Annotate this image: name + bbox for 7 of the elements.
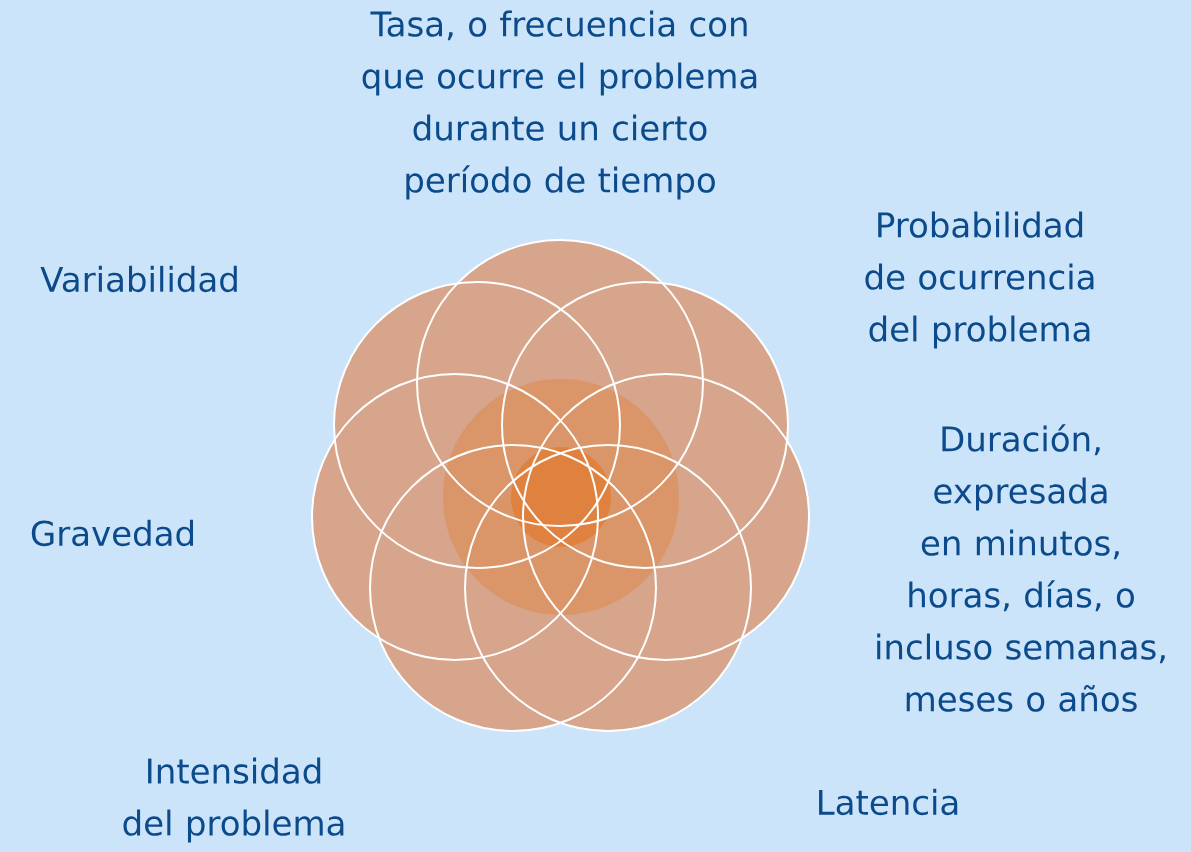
label-text: Intensidad del problema	[123, 757, 344, 843]
label-text: Gravedad	[31, 519, 194, 547]
label-text: Variabilidad	[40, 265, 237, 293]
label-text: Duración, expresada en minutos, horas, días, o incluso semanas, meses o años	[877, 424, 1165, 712]
label-text: Probabilidad de ocurrencia del problema	[865, 211, 1094, 349]
label-text: Tasa, o frecuencia con que ocurre el problema durante un cierto período de tiempo	[362, 10, 757, 200]
label-text: Latencia	[819, 788, 958, 816]
